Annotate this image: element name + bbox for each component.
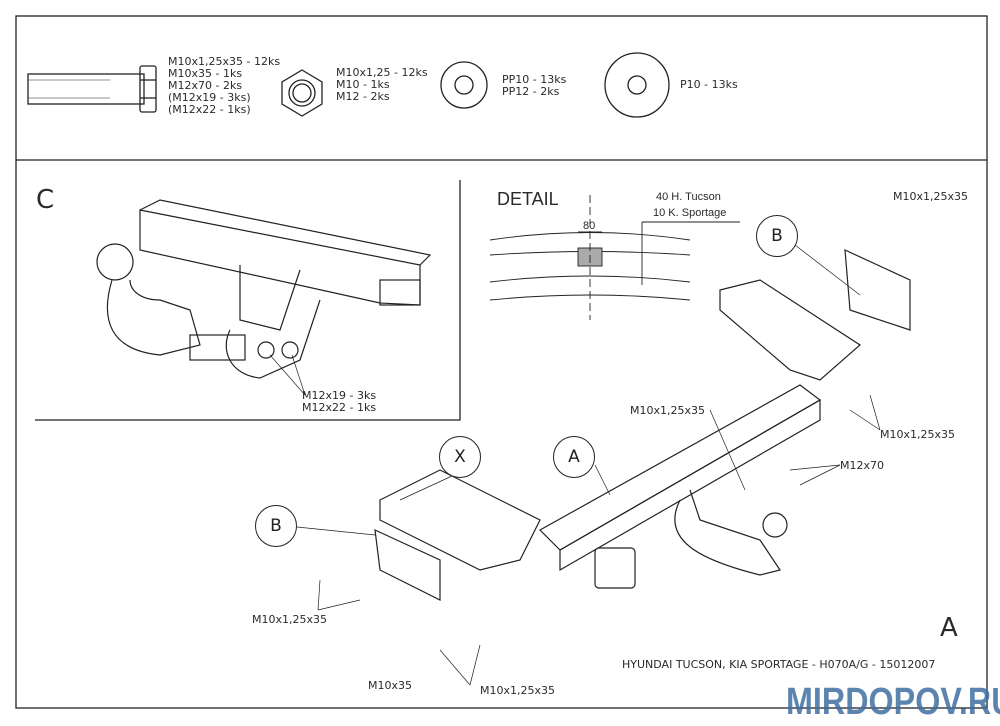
detail-c-letter: C — [36, 185, 55, 215]
outer-frame — [15, 15, 988, 709]
bolt-qty: (M12x22 - 1ks) — [168, 103, 251, 116]
bolt-qty: M10x1,25x35 - 12ks — [168, 55, 281, 68]
washer-qty: PP10 - 13ks — [502, 73, 567, 86]
label-middle: M10x1,25x35 — [630, 404, 705, 417]
callout-b-left: B — [255, 505, 297, 547]
label-bottom: M10x1,25x35 — [480, 684, 555, 697]
washer-pp-list: PP10 - 13ks PP12 - 2ks — [502, 74, 566, 98]
nut-list: M10x1,25 - 12ks M10 - 1ks M12 - 2ks — [336, 67, 428, 103]
nut-qty: M10 - 1ks — [336, 78, 390, 91]
bolt-icon — [27, 65, 157, 113]
view-letter-a: A — [940, 613, 958, 643]
towbar-assembly — [374, 249, 911, 601]
bolt-qty: M10x35 - 1ks — [168, 67, 243, 80]
label-m10x35: M10x35 — [368, 679, 412, 692]
detail-c-bolts: M12x19 - 3ks M12x22 - 1ks — [302, 390, 376, 414]
detail-note-tucson: 40 H. Tucson — [656, 191, 721, 203]
detail-title: DETAIL — [497, 189, 559, 209]
nut-icon — [281, 69, 323, 117]
washer-icon — [440, 61, 488, 109]
label-m12x70: M12x70 — [840, 459, 884, 472]
detail-sketch — [489, 195, 740, 320]
bolt-label: M12x19 - 3ks — [302, 389, 377, 402]
callout-b-top: B — [756, 215, 798, 257]
bolt-qty: (M12x19 - 3ks) — [168, 91, 251, 104]
washer-qty: P10 - 13ks — [680, 78, 738, 91]
nut-qty: M12 - 2ks — [336, 90, 390, 103]
bolt-qty: M12x70 - 2ks — [168, 79, 243, 92]
detail-c-frame — [35, 180, 461, 421]
label-left: M10x1,25x35 — [252, 613, 327, 626]
washer-qty: PP12 - 2ks — [502, 85, 560, 98]
detail-c-sketch — [96, 199, 432, 396]
label-top-right: M10x1,25x35 — [893, 190, 968, 203]
watermark: MIRDOPOV.RU — [786, 681, 1000, 723]
detail-note-sportage: 10 K. Sportage — [653, 207, 727, 219]
bolt-label: M12x22 - 1ks — [302, 401, 377, 414]
detail-dimension: 80 — [583, 220, 596, 232]
drawing-title: HYUNDAI TUCSON, KIA SPORTAGE - H070A/G -… — [622, 658, 936, 671]
label-right: M10x1,25x35 — [880, 428, 955, 441]
large-washer-icon — [604, 52, 670, 118]
bolt-list: M10x1,25x35 - 12ks M10x35 - 1ks M12x70 -… — [168, 56, 280, 116]
callout-x: X — [439, 436, 481, 478]
washer-p-list: P10 - 13ks — [680, 79, 738, 91]
nut-qty: M10x1,25 - 12ks — [336, 66, 428, 79]
callout-a: A — [553, 436, 595, 478]
